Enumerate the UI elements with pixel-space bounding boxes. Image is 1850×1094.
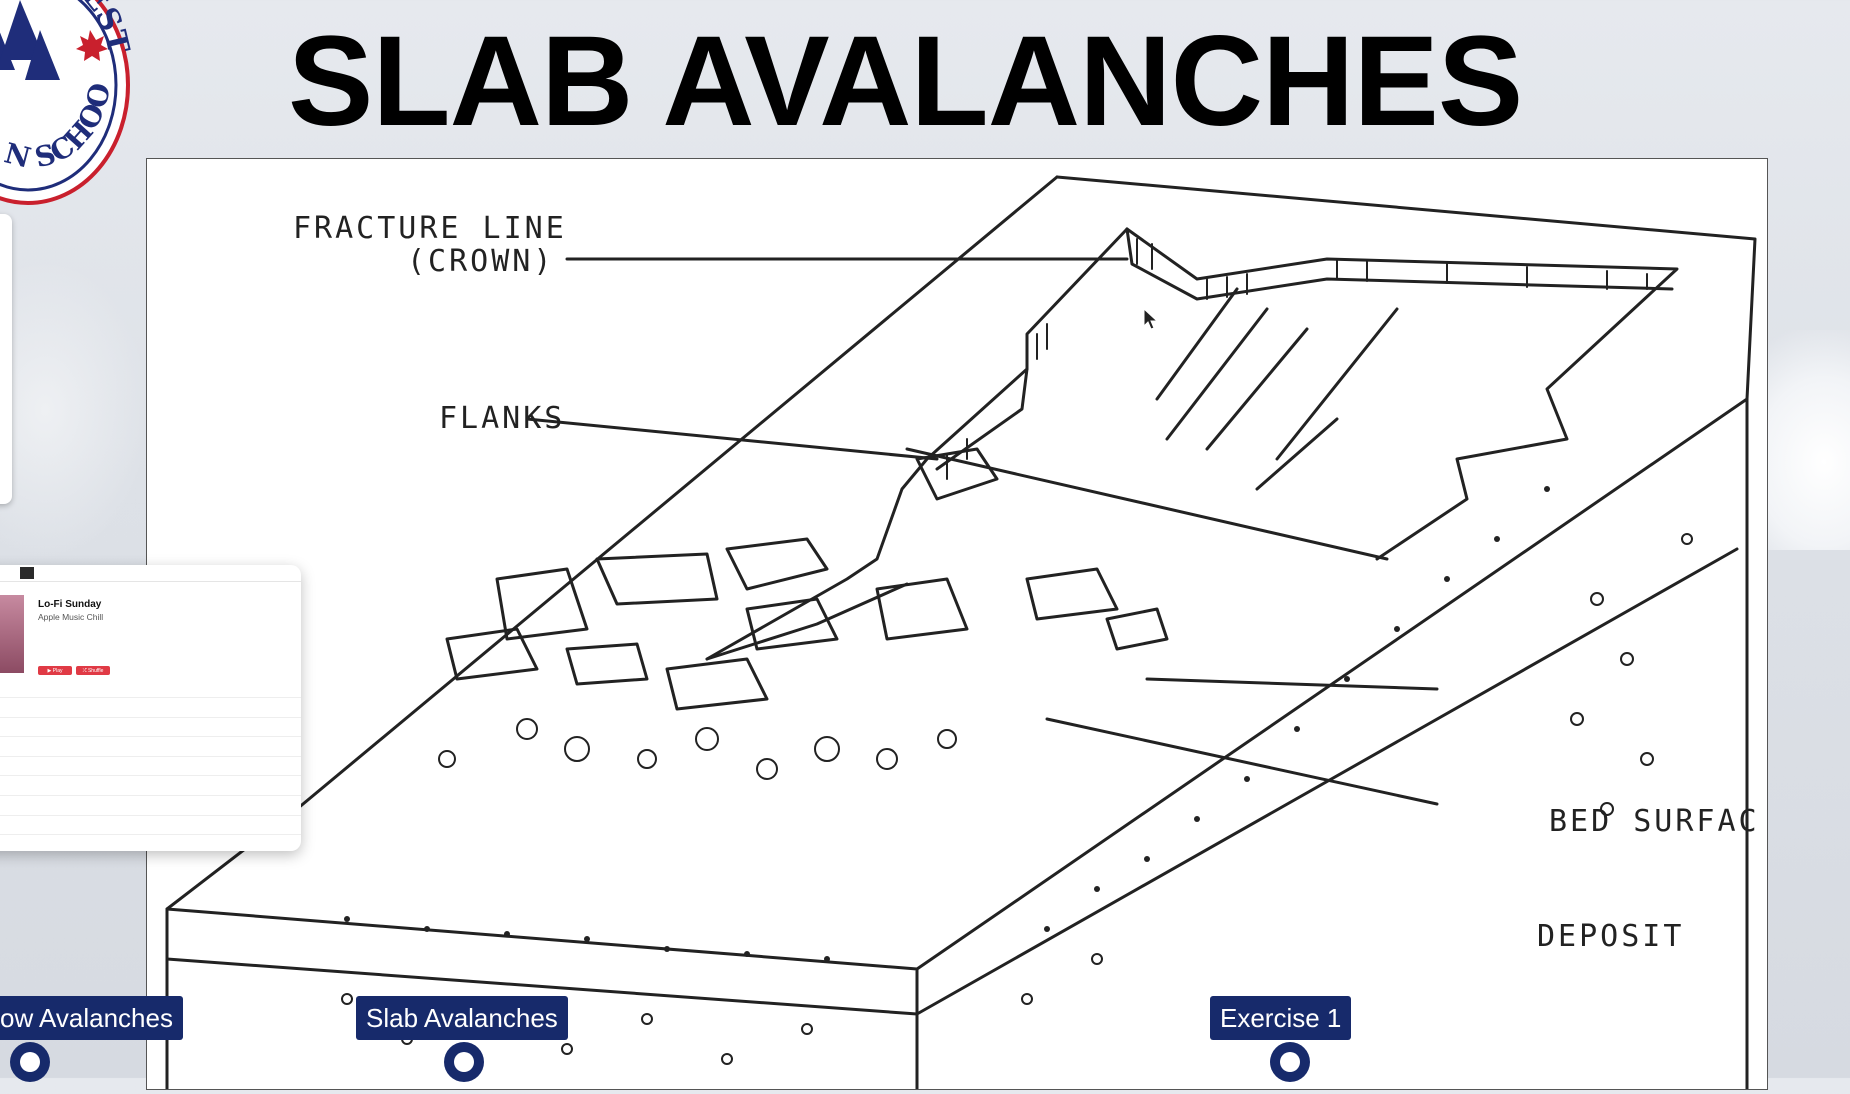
music-app-window[interactable]: Lo-Fi Sunday Apple Music Chill ▶ Play ⤮ … xyxy=(0,565,301,851)
track-row[interactable] xyxy=(0,697,301,717)
track-row[interactable] xyxy=(0,815,301,835)
label-flanks: FLANKS xyxy=(439,401,565,436)
label-bed-surface: BED SURFAC xyxy=(1549,804,1760,839)
playlist-artwork xyxy=(0,595,24,673)
label-fracture-line: FRACTURE LINE xyxy=(293,211,567,246)
background-hill xyxy=(0,260,150,560)
mouse-cursor-icon xyxy=(1143,308,1159,330)
track-row[interactable] xyxy=(0,834,301,851)
track-row[interactable] xyxy=(0,775,301,795)
background-window-sliver[interactable] xyxy=(0,214,12,504)
playlist-subtitle[interactable]: Apple Music Chill xyxy=(38,612,103,622)
track-row[interactable] xyxy=(0,717,301,737)
chapter-marker-slab-avalanches[interactable] xyxy=(444,1042,484,1082)
music-topbar xyxy=(0,565,301,582)
now-playing-art-icon xyxy=(20,567,34,579)
chapter-label-snow-avalanches[interactable]: ow Avalanches xyxy=(0,996,183,1040)
chapter-marker-exercise-1[interactable] xyxy=(1270,1042,1310,1082)
track-list xyxy=(0,697,301,851)
track-row[interactable] xyxy=(0,736,301,756)
play-button[interactable]: ▶ Play xyxy=(38,666,72,675)
label-crown: (CROWN) xyxy=(407,244,554,279)
avalanche-diagram: FRACTURE LINE (CROWN) FLANKS BED SURFAC … xyxy=(146,158,1768,1090)
chapter-label-exercise-1[interactable]: Exercise 1 xyxy=(1210,996,1351,1040)
track-row[interactable] xyxy=(0,756,301,776)
track-row[interactable] xyxy=(0,795,301,815)
chapter-marker-snow-avalanches[interactable] xyxy=(10,1042,50,1082)
slide-title: SLAB AVALANCHES xyxy=(288,18,1522,146)
shuffle-button[interactable]: ⤮ Shuffle xyxy=(76,666,110,675)
label-deposit: DEPOSIT xyxy=(1537,919,1684,954)
school-logo: WEST N SCHOOL xyxy=(0,0,160,210)
playlist-title: Lo-Fi Sunday xyxy=(38,599,101,610)
diagram-drawing xyxy=(147,159,1767,1089)
chapter-label-slab-avalanches[interactable]: Slab Avalanches xyxy=(356,996,568,1040)
